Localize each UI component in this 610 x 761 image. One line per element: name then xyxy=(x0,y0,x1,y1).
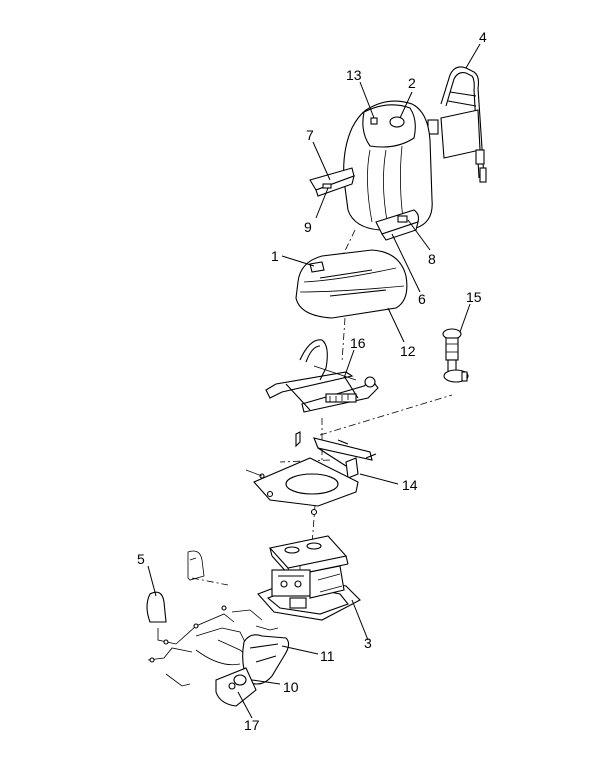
shock-absorber-part-15 xyxy=(442,328,469,383)
callout-1: 1 xyxy=(271,248,279,264)
callout-10: 10 xyxy=(283,679,299,695)
leader-lines xyxy=(147,43,481,719)
wiring-harness xyxy=(147,605,263,687)
callout-16: 16 xyxy=(350,335,366,351)
callout-12: 12 xyxy=(400,343,416,359)
grab-handle-part-4 xyxy=(427,66,487,183)
seat-back xyxy=(343,100,433,231)
callout-7: 7 xyxy=(306,127,314,143)
mounting-plate-part-14 xyxy=(245,431,377,516)
callout-6: 6 xyxy=(418,291,426,307)
armrest-right xyxy=(375,209,420,241)
seat-cushion xyxy=(295,249,408,319)
callout-3: 3 xyxy=(364,635,372,651)
control-valve-parts-10-11-17 xyxy=(215,625,290,707)
callout-13: 13 xyxy=(346,67,362,83)
callout-2: 2 xyxy=(408,75,416,91)
callout-labels: 1 2 3 4 5 6 7 8 9 10 11 12 13 14 15 16 1… xyxy=(137,29,487,733)
callout-11: 11 xyxy=(320,648,335,664)
callout-5: 5 xyxy=(137,551,145,567)
callout-8: 8 xyxy=(428,251,436,267)
armrest-left xyxy=(309,167,355,197)
suspension-base-part-3 xyxy=(257,565,361,621)
callout-15: 15 xyxy=(466,289,482,305)
cover-part-5 xyxy=(146,550,205,623)
callout-17: 17 xyxy=(244,717,260,733)
callout-9: 9 xyxy=(304,219,312,235)
seat-frame-part-16 xyxy=(265,339,379,413)
callout-4: 4 xyxy=(479,29,487,45)
callout-14: 14 xyxy=(402,477,418,493)
